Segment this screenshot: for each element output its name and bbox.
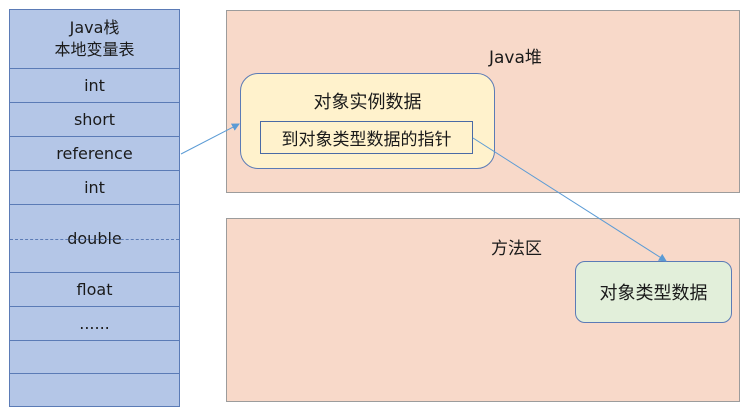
local-variable-table-title: 本地变量表 (54, 40, 135, 59)
slot-int-2: int (10, 171, 179, 205)
object-type-data-box: 对象类型数据 (575, 261, 732, 323)
slot-int: int (10, 69, 179, 103)
java-stack: Java栈 本地变量表 int short reference int doub… (9, 9, 180, 407)
slot-short: short (10, 103, 179, 137)
stack-header: Java栈 本地变量表 (10, 10, 179, 69)
java-heap-title: Java堆 (489, 48, 542, 68)
type-pointer-label: 到对象类型数据的指针 (281, 130, 452, 150)
type-pointer-box: 到对象类型数据的指针 (260, 121, 473, 154)
object-type-data-label: 对象类型数据 (599, 283, 708, 304)
slot-float: float (10, 273, 179, 307)
stack-title: Java栈 (69, 18, 120, 37)
method-area-title: 方法区 (491, 239, 542, 259)
slot-double: double (10, 205, 179, 273)
slot-ellipsis: ...... (10, 307, 179, 341)
object-instance-title: 对象实例数据 (313, 92, 422, 113)
double-slot-divider (10, 239, 179, 240)
slot-empty-2 (10, 374, 179, 406)
slot-reference: reference (10, 137, 179, 171)
slot-empty-1 (10, 341, 179, 374)
